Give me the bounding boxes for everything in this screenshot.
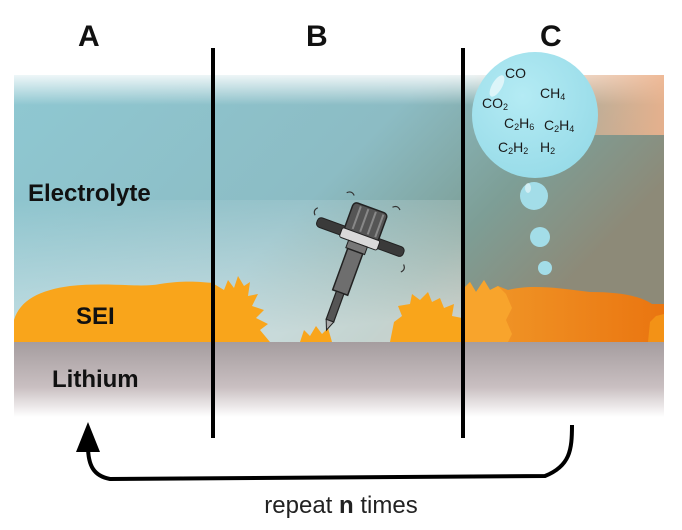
svg-text:C2H2: C2H2: [498, 139, 528, 156]
jackhammer-icon: [313, 191, 405, 332]
gas-co: CO: [505, 65, 526, 81]
svg-text:CH4: CH4: [540, 85, 565, 102]
caption-variable: n: [339, 492, 354, 519]
gas-bubble: CO CO2 CH4 C2H6 C2H4 C2H2 H2: [472, 52, 598, 178]
caption-suffix: times: [360, 492, 418, 519]
lithium-label: Lithium: [52, 366, 139, 393]
sei-fragments-b: [214, 276, 462, 342]
small-bubbles: [520, 182, 552, 275]
repeat-caption: repeat n times: [0, 492, 682, 520]
gas-co2: CO: [482, 95, 503, 111]
sei-layer-a: [14, 281, 214, 342]
repeat-arrow: [76, 422, 574, 482]
svg-text:C2H6: C2H6: [504, 115, 534, 132]
caption-prefix: repeat: [264, 492, 333, 519]
svg-text:H2: H2: [540, 139, 555, 156]
sei-layer-c: [462, 280, 664, 342]
svg-text:CO2: CO2: [482, 95, 508, 112]
electrolyte-label: Electrolyte: [28, 180, 151, 207]
svg-text:C2H4: C2H4: [544, 117, 574, 134]
panel-label-b: B: [306, 20, 328, 53]
sei-label: SEI: [76, 303, 115, 330]
lithium-layer: [14, 342, 664, 417]
panel-label-c: C: [540, 20, 562, 53]
panel-label-a: A: [78, 20, 100, 53]
